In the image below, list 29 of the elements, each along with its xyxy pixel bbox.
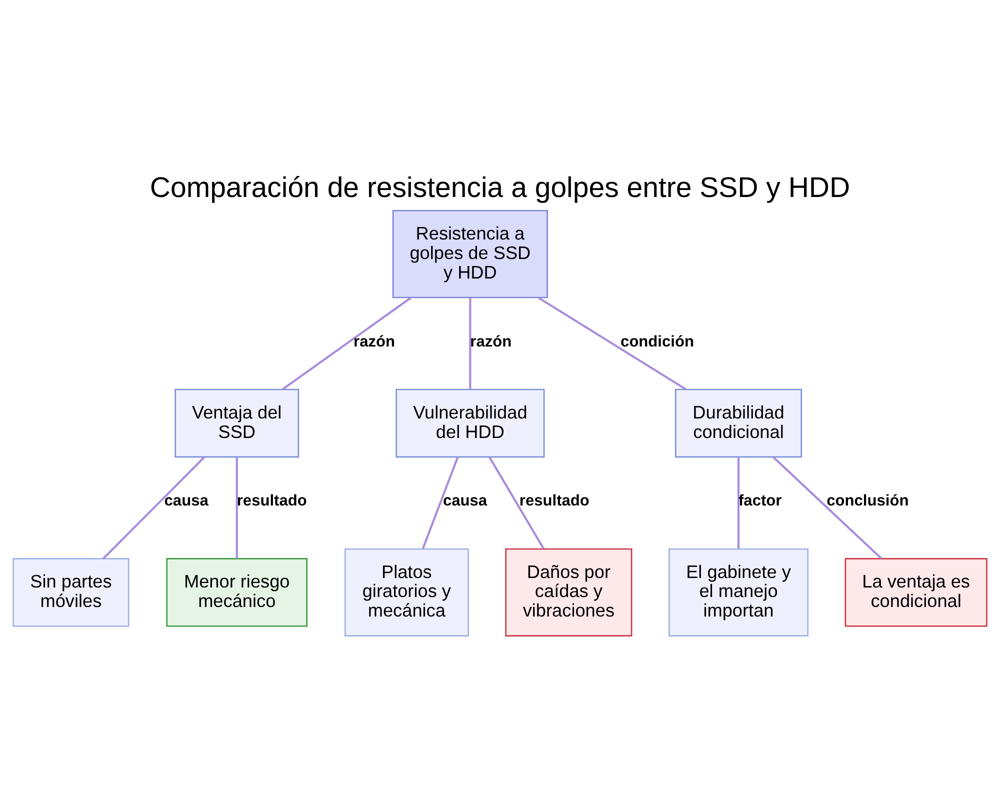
connector bbox=[737, 457, 740, 549]
connector bbox=[102, 456, 206, 560]
node-box: Vulnerabilidad del HDD bbox=[396, 388, 545, 458]
node-box: Sin partes móviles bbox=[12, 558, 130, 627]
node-box: Ventaja del SSD bbox=[174, 388, 300, 458]
edge-label: causa bbox=[442, 492, 488, 510]
connector bbox=[772, 456, 882, 560]
connector bbox=[469, 298, 472, 390]
node-box: Resistencia a golpes de SSD y HDD bbox=[392, 210, 548, 298]
connector bbox=[538, 296, 687, 390]
edge-label: factor bbox=[738, 492, 782, 510]
edge-label: resultado bbox=[519, 492, 590, 510]
node-box: Durabilidad condicional bbox=[674, 388, 802, 458]
edge-label: razón bbox=[354, 333, 395, 350]
edge-label: conclusión bbox=[826, 492, 909, 510]
edge-label: causa bbox=[164, 492, 208, 510]
node-box: El gabinete y el manejo importan bbox=[668, 548, 808, 636]
connector bbox=[488, 456, 544, 550]
node-box: Daños por caídas y vibraciones bbox=[505, 548, 632, 636]
diagram-title: Comparación de resistencia a golpes entre SSD y HDD bbox=[150, 172, 850, 204]
node-box: Platos giratorios y mecánica bbox=[344, 548, 469, 636]
connector bbox=[282, 297, 412, 390]
edge-label: razón bbox=[470, 333, 512, 350]
node-box: La ventaja es condicional bbox=[844, 558, 988, 627]
node-box: Menor riesgo mecánico bbox=[166, 558, 308, 627]
edge-label: resultado bbox=[236, 492, 307, 510]
edge-label: condición bbox=[620, 333, 694, 350]
connector bbox=[422, 456, 459, 549]
connector bbox=[236, 457, 238, 559]
